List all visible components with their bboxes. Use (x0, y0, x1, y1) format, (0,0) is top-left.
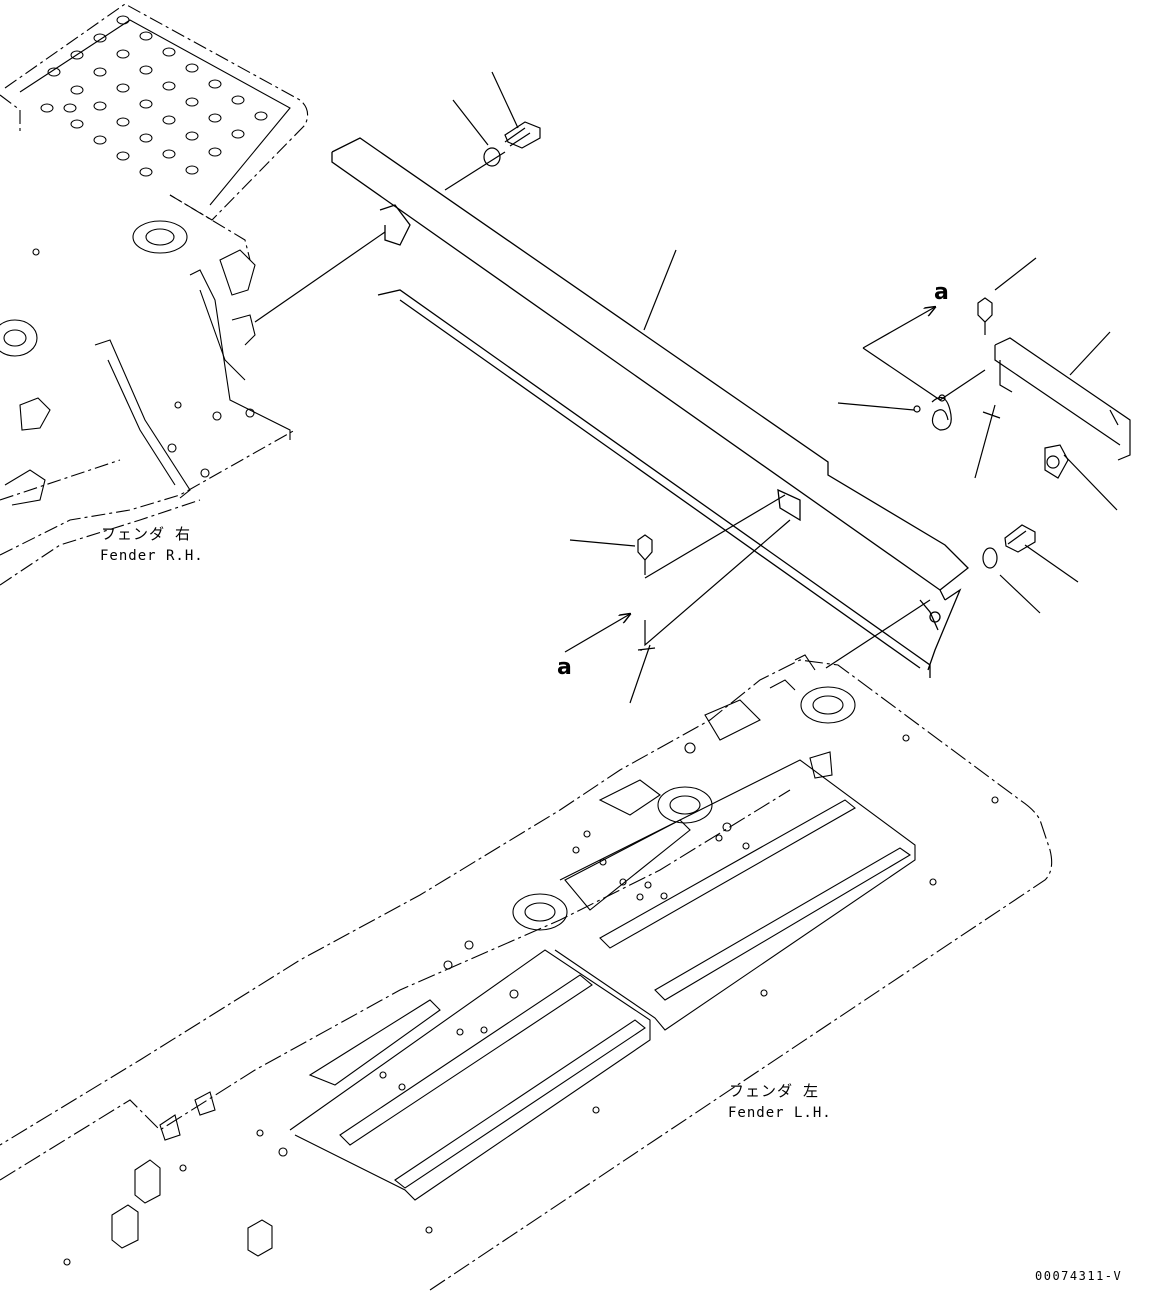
fasteners (483, 121, 1036, 575)
torsion-spring (931, 396, 952, 431)
latch-assembly (913, 337, 1131, 479)
pin-left (637, 534, 653, 561)
bolt-right (1004, 524, 1036, 553)
fender-rh-assembly (0, 3, 309, 586)
fender-lh-label-jp: フェンダ 左 (729, 1082, 820, 1100)
cover-channel (331, 137, 969, 678)
view-ref-a-top: a (934, 280, 949, 305)
pin-right (977, 297, 993, 323)
fender-lh-assembly (0, 654, 1053, 1291)
fender-lh-label-en: Fender L.H. (728, 1105, 832, 1121)
leader-lines (254, 71, 1118, 704)
view-ref-a-bottom: a (557, 655, 572, 680)
fender-rh-label-en: Fender R.H. (100, 548, 204, 564)
washer-right (982, 547, 998, 569)
fender-rh-label-jp: フェンダ 右 (101, 525, 192, 543)
latch-catch (1044, 444, 1069, 479)
drawing-code: 00074311-V (1035, 1269, 1123, 1283)
bolt-top (504, 121, 541, 149)
washer-top (483, 147, 501, 167)
perforated-plate-holes (40, 15, 268, 177)
